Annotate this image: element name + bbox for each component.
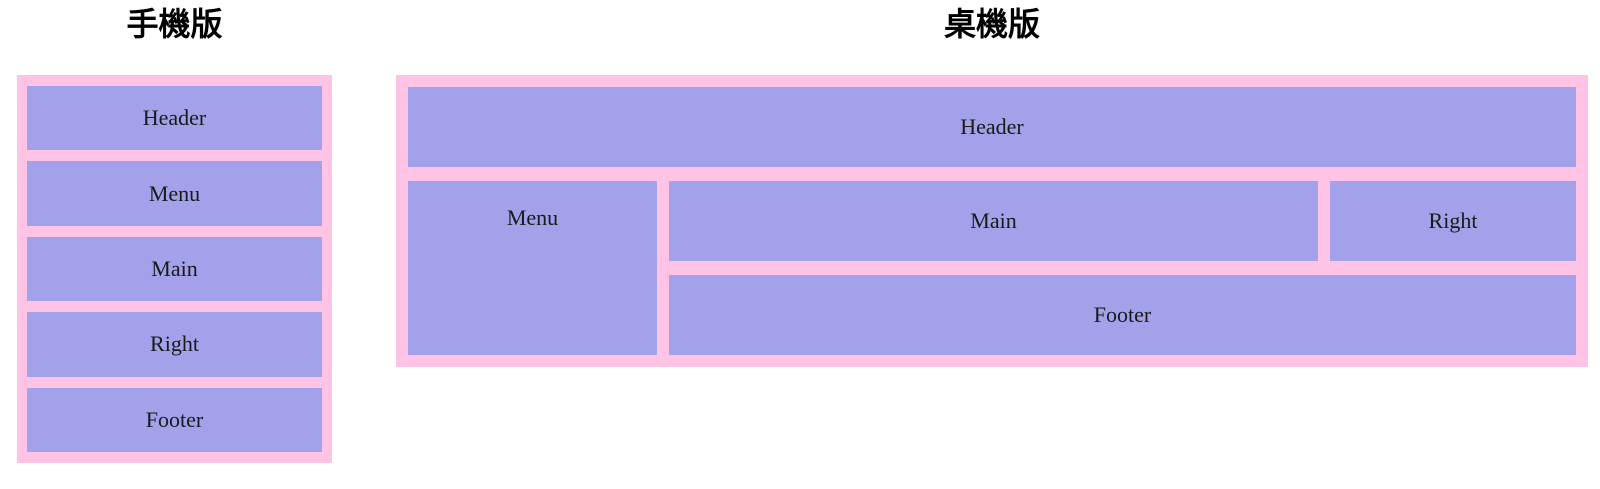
mobile-section-title: 手機版 (126, 6, 223, 42)
mobile-menu-box: Menu (27, 161, 322, 226)
desktop-menu-box: Menu (408, 181, 657, 355)
mobile-layout-container: Header Menu Main Right Footer (17, 75, 332, 463)
desktop-right-box: Right (1330, 181, 1576, 261)
mobile-right-box: Right (27, 312, 322, 377)
mobile-footer-box: Footer (27, 387, 322, 453)
mobile-main-box: Main (27, 236, 322, 302)
desktop-layout-container: Header Menu Main Right Footer (396, 75, 1588, 367)
desktop-section-title: 桌機版 (943, 6, 1040, 42)
desktop-main-box: Main (669, 181, 1318, 261)
desktop-header-box: Header (408, 87, 1576, 167)
desktop-footer-box: Footer (669, 275, 1576, 355)
mobile-header-box: Header (27, 86, 322, 151)
